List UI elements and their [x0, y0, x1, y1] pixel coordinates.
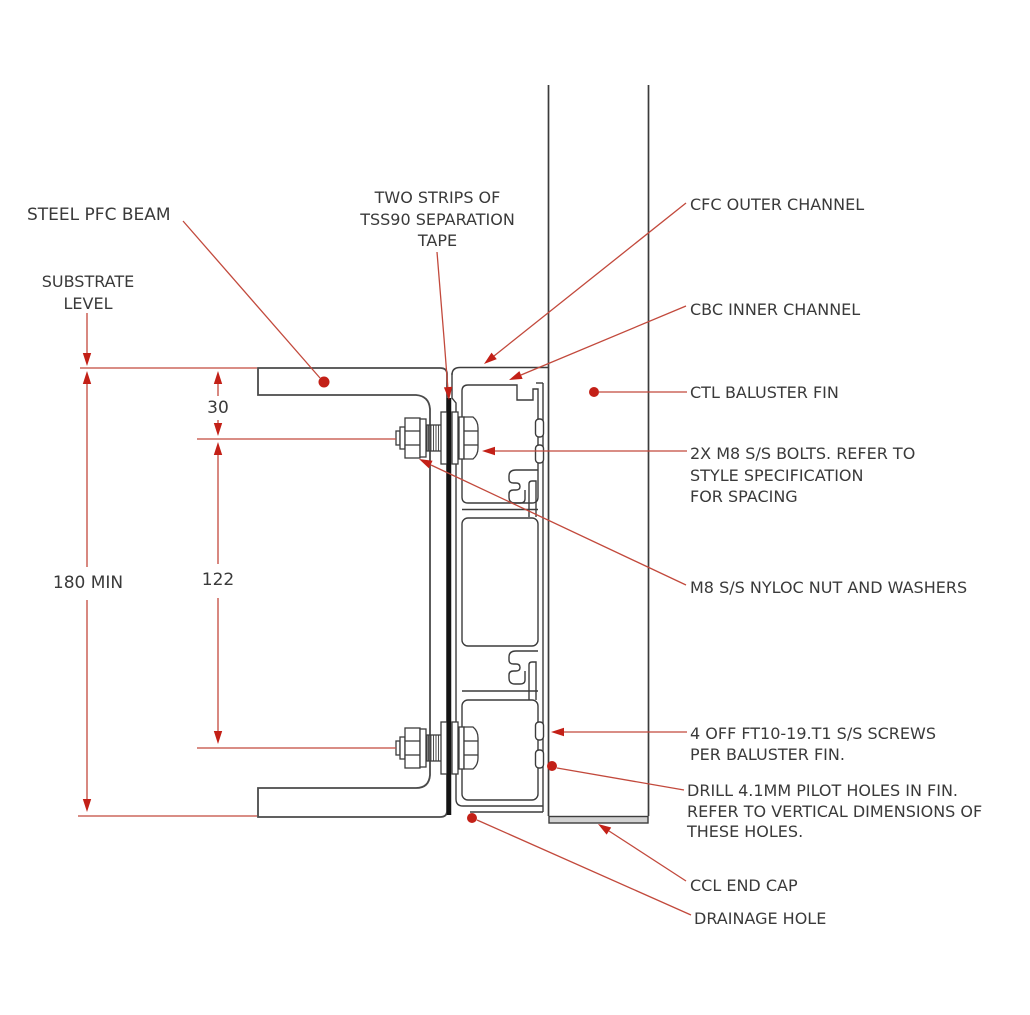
- large-washer-right: [451, 411, 459, 465]
- label-bolts-line1: 2X M8 S/S BOLTS. REFER TO: [690, 444, 916, 463]
- arrow-dim30-up-icon: [213, 371, 223, 384]
- label-screws-line2: PER BALUSTER FIN.: [690, 745, 845, 764]
- nyloc-insert: [399, 736, 406, 760]
- arrow-bolts-icon: [482, 446, 495, 456]
- outer-channel-top: [451, 366, 548, 376]
- leader-cfc: [493, 202, 687, 357]
- leader-cbc: [520, 305, 687, 376]
- screw-boss-slot: [534, 749, 545, 769]
- dot-pilot-holes-icon: [547, 761, 557, 771]
- arrow-dim30-down-icon: [213, 423, 223, 436]
- leader-nyloc: [430, 464, 687, 586]
- channel-hook-tongue-2: [528, 661, 537, 700]
- bolt-head-base: [458, 726, 465, 770]
- inner-channel-compartment-1: [461, 384, 539, 504]
- label-separation-tape-line2: TSS90 SEPARATION: [360, 209, 515, 229]
- label-bolts-line3: FOR SPACING: [690, 487, 798, 506]
- annotation-lines: [78, 202, 692, 916]
- label-pilot-holes-line1: DRILL 4.1MM PILOT HOLES IN FIN.: [687, 781, 959, 800]
- washer: [419, 418, 427, 458]
- arrow-dim180-down-icon: [82, 799, 92, 812]
- label-substrate-level-line2: LEVEL: [63, 294, 113, 313]
- dimension-122: 122: [192, 569, 244, 591]
- label-end-cap: CCL END CAP: [690, 876, 798, 895]
- arrow-nyloc-icon: [419, 459, 433, 469]
- label-separation-tape: TWO STRIPS OF TSS90 SEPARATION TAPE: [340, 187, 535, 252]
- screw-boss-slot: [534, 444, 545, 464]
- bolt-head-base: [458, 416, 465, 460]
- label-pilot-holes-line3: THESE HOLES.: [687, 822, 804, 841]
- label-separation-tape-line1: TWO STRIPS OF: [374, 188, 501, 207]
- bolt-hex-head: [463, 416, 479, 460]
- dimension-180-min: 180 MIN: [38, 572, 138, 594]
- bolt-assembly-bottom: [395, 721, 479, 775]
- arrow-cfc-icon: [484, 352, 497, 364]
- dot-steel-beam-icon: [318, 376, 330, 388]
- arrow-cbc-icon: [509, 371, 523, 380]
- label-bolts-line2: STYLE SPECIFICATION: [690, 465, 864, 485]
- leader-steel-beam: [182, 220, 321, 379]
- dot-ctl-fin-icon: [589, 387, 599, 397]
- arrow-substrate-down-icon: [82, 353, 92, 366]
- label-cfc-outer-channel: CFC OUTER CHANNEL: [690, 195, 865, 214]
- screw-boss-slot: [534, 418, 545, 438]
- label-screws-line1: 4 OFF FT10-19.T1 S/S SCREWS: [690, 724, 936, 743]
- label-screws: 4 OFF FT10-19.T1 S/S SCREWS PER BALUSTER…: [690, 723, 936, 765]
- large-washer-left: [440, 721, 448, 775]
- washer: [419, 728, 427, 768]
- label-substrate-level: SUBSTRATE LEVEL: [30, 271, 146, 315]
- large-washer-right: [451, 721, 459, 775]
- annotation-markers: [82, 352, 612, 835]
- arrow-screws-icon: [551, 727, 564, 737]
- arrow-tape-icon: [443, 386, 453, 400]
- nut-body: [404, 727, 421, 769]
- label-nyloc-nut: M8 S/S NYLOC NUT AND WASHERS: [690, 578, 968, 597]
- label-steel-pfc-beam: STEEL PFC BEAM: [27, 205, 171, 225]
- leader-pilot-holes: [556, 767, 685, 791]
- nut-body: [404, 417, 421, 459]
- label-ctl-baluster-fin: CTL BALUSTER FIN: [690, 383, 839, 402]
- channel-hook-detail-2: [508, 650, 538, 685]
- leader-separation-tape: [436, 251, 449, 391]
- bolt-hex-head: [463, 726, 479, 770]
- label-pilot-holes-line2: REFER TO VERTICAL DIMENSIONS OF: [687, 801, 983, 821]
- large-washer-left: [440, 411, 448, 465]
- end-cap: [548, 815, 649, 824]
- drainage-hole-marker: [467, 813, 477, 823]
- nyloc-insert: [399, 426, 406, 450]
- leader-end-cap: [608, 830, 687, 882]
- channel-hook-detail-1: [508, 469, 538, 504]
- bolt-assembly-top: [395, 411, 479, 465]
- leader-drainage: [476, 819, 692, 916]
- screw-boss-slot: [534, 721, 545, 741]
- label-drainage-hole: DRAINAGE HOLE: [694, 909, 827, 928]
- inner-channel-compartment-2: [461, 517, 539, 647]
- arrow-dim122-up-icon: [213, 442, 223, 455]
- label-cbc-inner-channel: CBC INNER CHANNEL: [690, 300, 861, 319]
- arrow-end-cap-icon: [598, 824, 612, 835]
- label-separation-tape-line3: TAPE: [417, 231, 458, 250]
- label-substrate-level-line1: SUBSTRATE: [41, 272, 135, 291]
- label-pilot-holes: DRILL 4.1MM PILOT HOLES IN FIN. REFER TO…: [687, 781, 982, 843]
- label-bolts: 2X M8 S/S BOLTS. REFER TO STYLE SPECIFIC…: [690, 443, 915, 508]
- arrow-dim122-down-icon: [213, 731, 223, 744]
- arrow-dim180-up-icon: [82, 371, 92, 384]
- dimension-30: 30: [197, 397, 239, 419]
- outer-channel-left-wall: [451, 373, 543, 807]
